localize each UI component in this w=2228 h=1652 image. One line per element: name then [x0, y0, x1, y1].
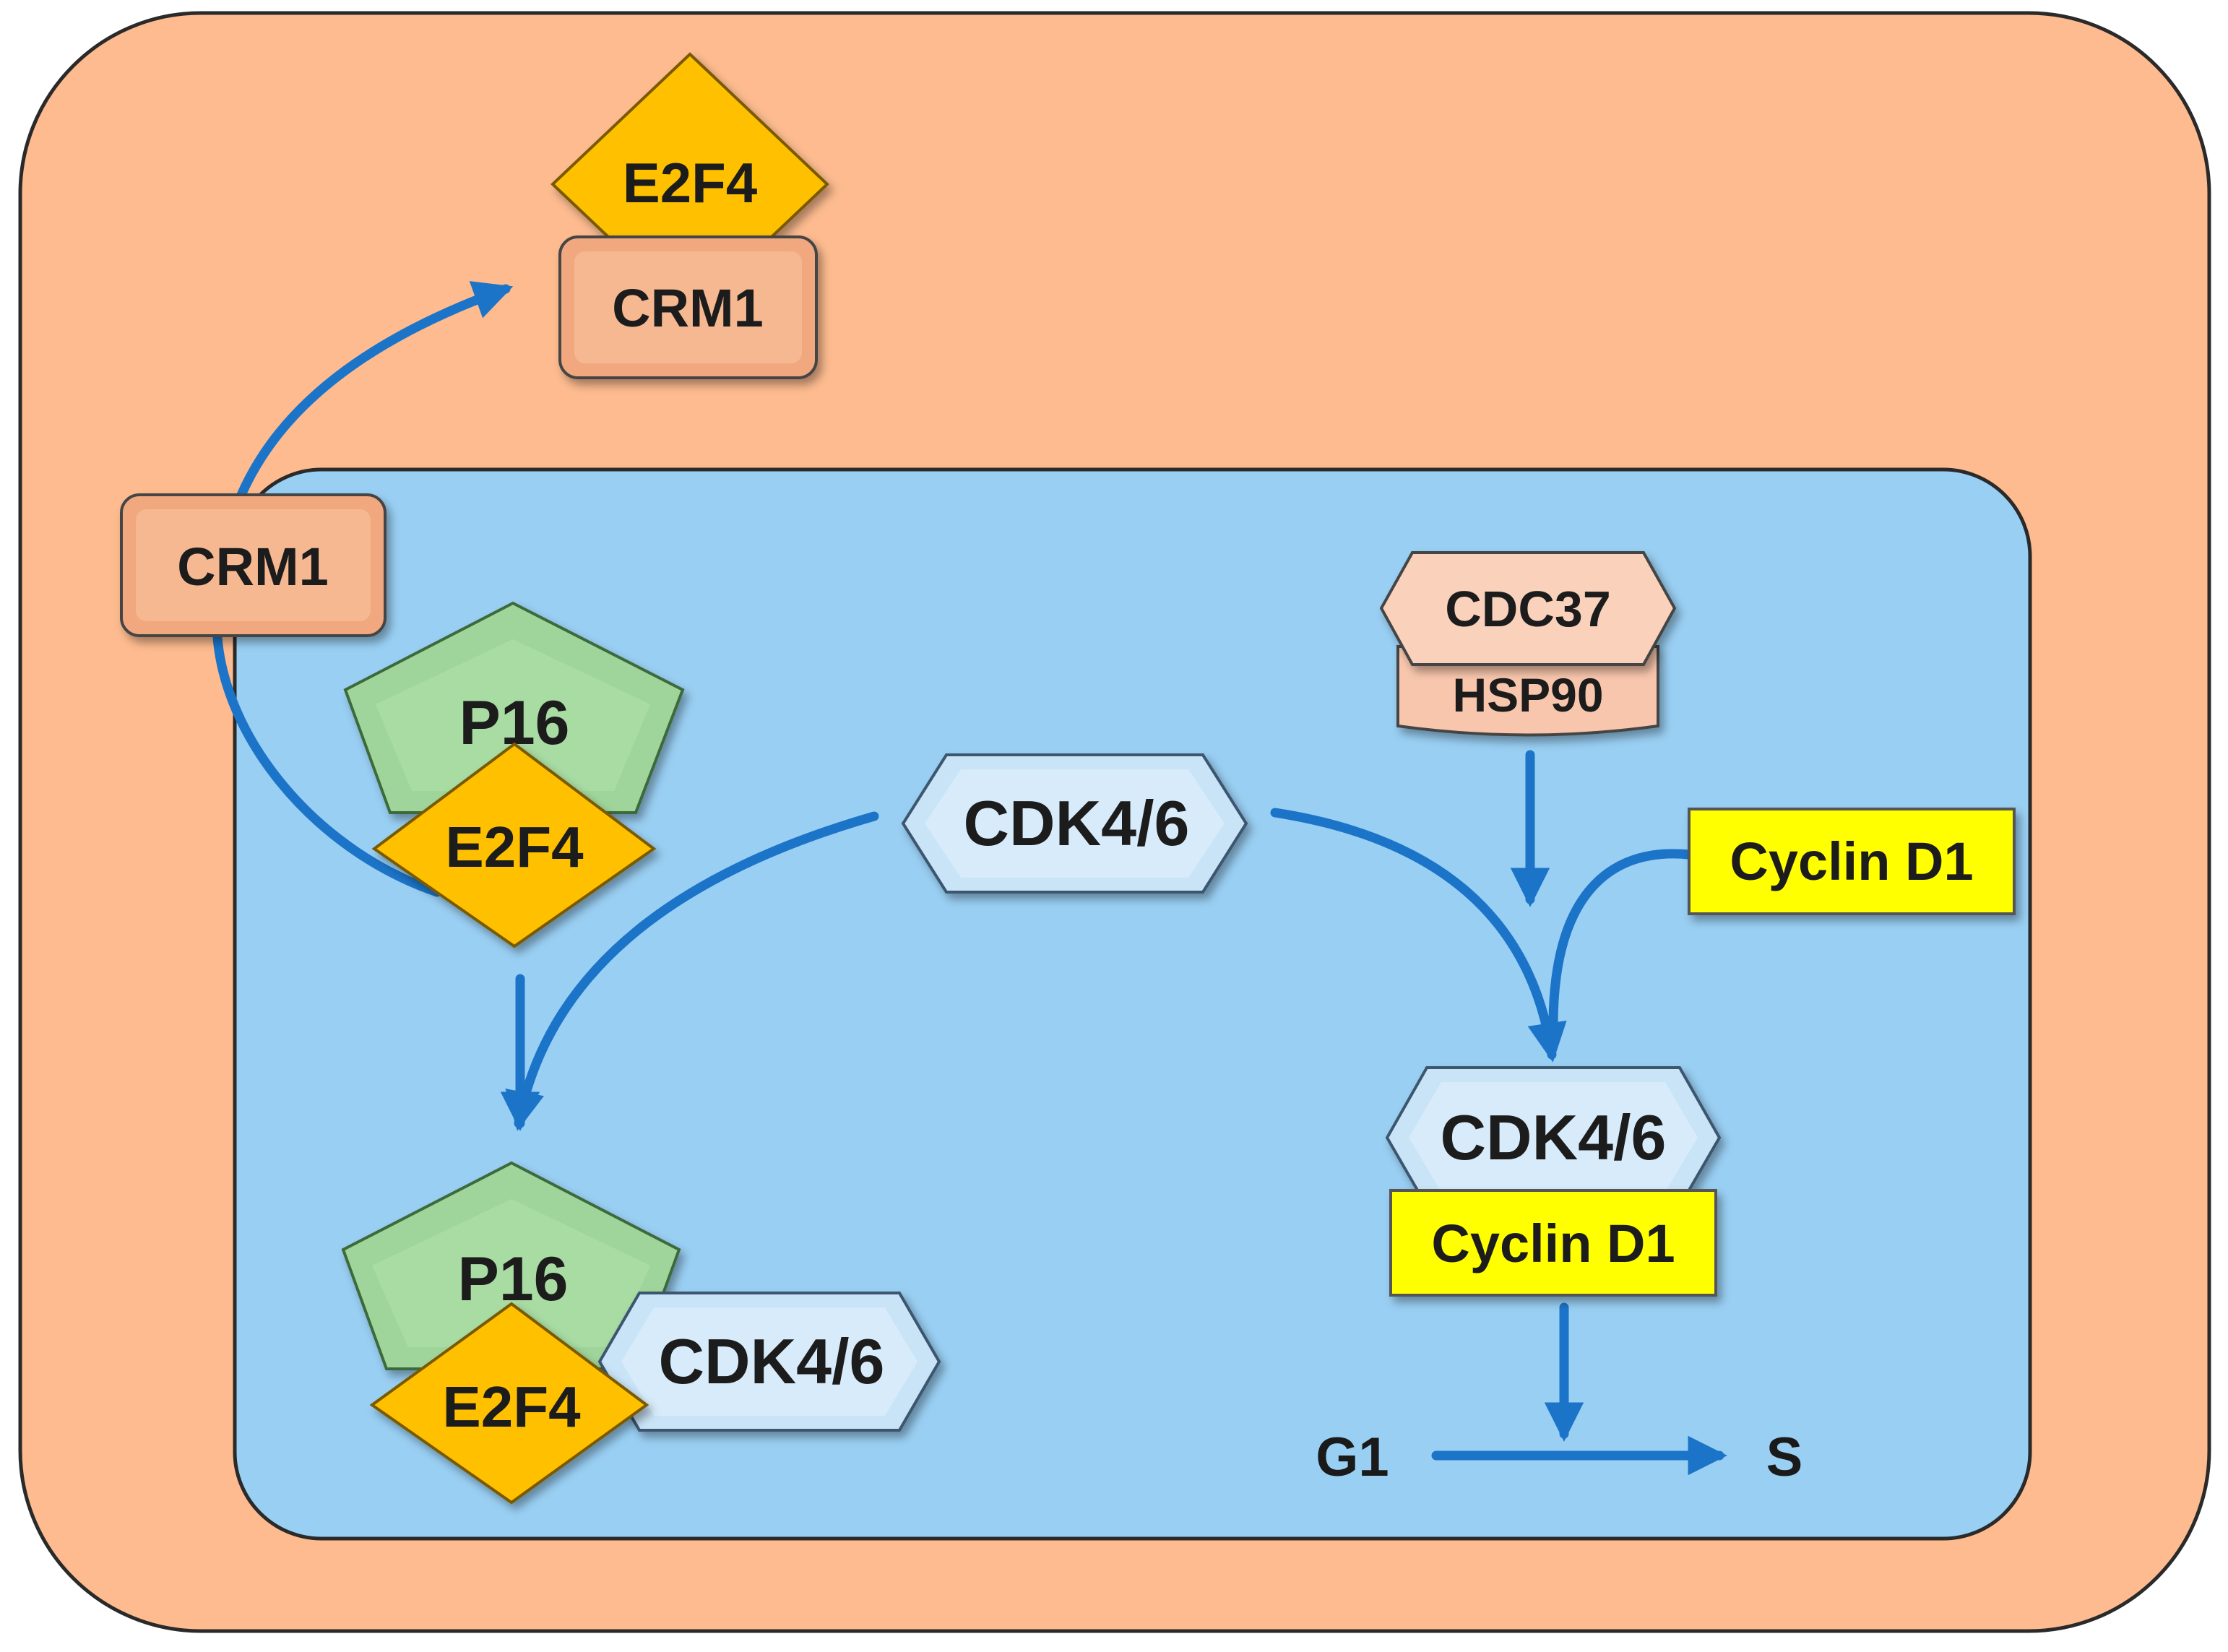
cyclin-complex-node: Cyclin D1: [1389, 1189, 1717, 1297]
hsp90-node: HSP90: [1396, 645, 1659, 737]
p16-bottom-node: P16: [341, 1161, 681, 1370]
cyclin-complex-label: Cyclin D1: [1431, 1214, 1675, 1273]
crm1-membrane-label: CRM1: [177, 537, 329, 597]
cyclin-free-label: Cyclin D1: [1730, 831, 1973, 891]
cdk-to-p16-arrow: [505, 811, 879, 1131]
cdk-center-label: CDK4/6: [964, 787, 1190, 859]
p16-top-node: P16: [343, 601, 685, 814]
cdk-to-cyclin-complex-arrow: [1270, 808, 1567, 1063]
cdk-complex-label: CDK4/6: [1441, 1102, 1667, 1173]
cdk-bottom-left-label: CDK4/6: [659, 1326, 885, 1397]
cdk-complex-node: CDK4/6: [1385, 1066, 1722, 1208]
cdc37-node: CDC37: [1379, 551, 1677, 666]
cdk-center-node: CDK4/6: [901, 753, 1248, 894]
e2f4-bottom-label: E2F4: [442, 1375, 581, 1439]
crm1-cytoplasm-node: CRM1: [558, 235, 818, 379]
cdc37-label: CDC37: [1445, 581, 1611, 637]
e2f4-top-label: E2F4: [445, 815, 584, 879]
crm1-cytoplasm-label: CRM1: [612, 278, 764, 338]
phase-s-label: S: [1766, 1427, 1803, 1488]
e2f4-bottom-node: E2F4: [369, 1302, 649, 1505]
p16-bottom-label: P16: [457, 1245, 568, 1314]
hsp90-label: HSP90: [1452, 668, 1603, 722]
cyclin-to-complex-arrow: [1548, 849, 1694, 1031]
e2f4-top-node: E2F4: [371, 742, 657, 948]
cyclin-free-node: Cyclin D1: [1688, 808, 2016, 915]
phase-g1-label: G1: [1316, 1427, 1389, 1488]
e2f4-cytoplasm-label: E2F4: [623, 151, 757, 215]
crm1-membrane-node: CRM1: [120, 493, 387, 637]
cdk-bottom-left-node: CDK4/6: [597, 1292, 941, 1432]
